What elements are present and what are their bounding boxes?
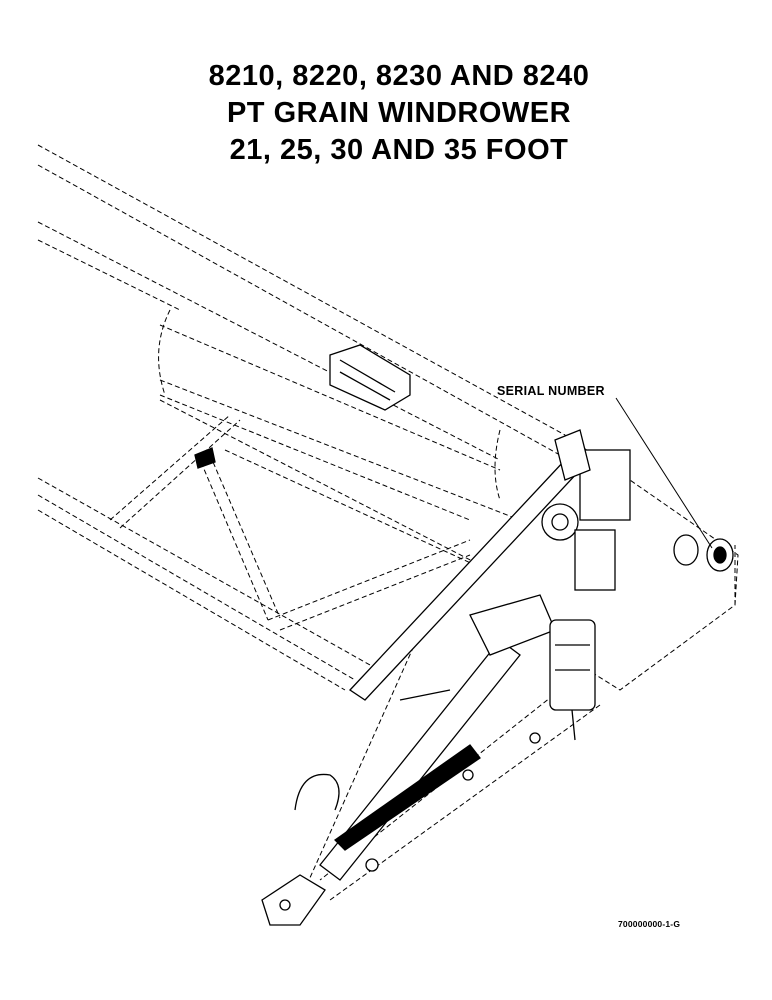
header-edge-3 — [37, 221, 501, 461]
title-line-product: PT GRAIN WINDROWER — [226, 97, 572, 129]
cross-member-2 — [119, 419, 241, 529]
lower-rail-1 — [37, 477, 371, 666]
drive-pulley-hub — [551, 513, 569, 531]
tongue-bolt — [462, 769, 474, 781]
diagonal-brace-2 — [209, 454, 281, 619]
lower-rail-3 — [37, 509, 346, 691]
header-edge-2 — [37, 164, 561, 456]
upper-rail — [159, 399, 481, 566]
tongue-inner-truss — [333, 744, 481, 851]
tongue-bolt-2 — [529, 732, 541, 744]
jack-handle — [294, 773, 340, 811]
header-curve-end — [494, 429, 501, 501]
mid-rail — [224, 449, 476, 566]
figure-id: 700000000-1-G — [618, 919, 681, 929]
title-line-sizes: 21, 25, 30 AND 35 FOOT — [229, 134, 569, 166]
diagonal-brace-3 — [267, 539, 471, 621]
mount-plate — [554, 429, 591, 481]
cross-member-1 — [109, 414, 231, 521]
serial-number-leader — [615, 397, 713, 549]
tongue-edge-1 — [299, 609, 431, 901]
diagonal-brace-1 — [197, 454, 269, 621]
bearing-cap-1 — [673, 534, 699, 566]
diagonal-brace-4 — [279, 554, 471, 631]
tongue-pivot-block — [469, 594, 556, 656]
header-curve — [158, 309, 171, 396]
frame-clip — [194, 447, 216, 469]
header-edge-5 — [159, 324, 501, 471]
serial-plate-hub — [713, 546, 727, 564]
serial-number-callout: SERIAL NUMBER — [497, 384, 605, 398]
header-edge-top — [37, 144, 566, 436]
grease-fitting — [365, 858, 379, 872]
lower-rail-2 — [37, 494, 356, 681]
cylinder-rod — [571, 709, 576, 741]
hitch-clevis — [261, 874, 326, 926]
diagram-title: 8210, 8220, 8230 AND 8240 PT GRAIN WINDR… — [0, 58, 772, 169]
title-line-models: 8210, 8220, 8230 AND 8240 — [208, 60, 590, 92]
bracket-detail-2 — [339, 371, 391, 401]
hitch-pin — [279, 899, 291, 911]
drive-pulley — [541, 503, 579, 541]
header-edge-4 — [37, 239, 181, 311]
bracket-detail — [339, 359, 396, 393]
header-edge-6 — [159, 379, 521, 521]
hydraulic-cylinder — [549, 619, 596, 711]
link-rod — [399, 689, 451, 701]
drive-arm — [349, 459, 581, 701]
gearbox-lower — [574, 529, 616, 591]
